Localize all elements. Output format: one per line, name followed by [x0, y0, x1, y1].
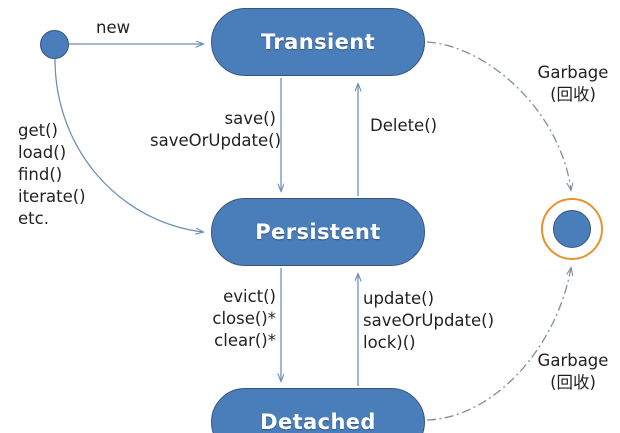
- edge-label-garbage-bottom: Garbage (回收): [537, 351, 609, 392]
- edge-label-evict: evict() close()* clear()*: [212, 287, 276, 350]
- edge-garbage-bottom: [426, 268, 571, 421]
- state-node-persistent[interactable]: Persistent: [211, 198, 425, 266]
- final-state-dot: [553, 210, 591, 248]
- edge-label-new: new: [96, 18, 131, 37]
- edge-garbage-top: [426, 41, 571, 190]
- edge-label-save: save() saveOrUpdate(): [150, 109, 282, 150]
- edge-label-loaders: get() load() find() iterate() etc.: [18, 121, 86, 228]
- edge-loaders: [54, 58, 203, 232]
- edge-label-update: update() saveOrUpdate() lock)(): [363, 289, 495, 352]
- edge-label-garbage-top: Garbage (回收): [537, 63, 609, 104]
- state-node-detached[interactable]: Detached: [211, 388, 425, 433]
- state-node-transient[interactable]: Transient: [211, 8, 425, 76]
- edge-label-delete: Delete(): [370, 116, 438, 135]
- initial-state-node[interactable]: [40, 30, 69, 59]
